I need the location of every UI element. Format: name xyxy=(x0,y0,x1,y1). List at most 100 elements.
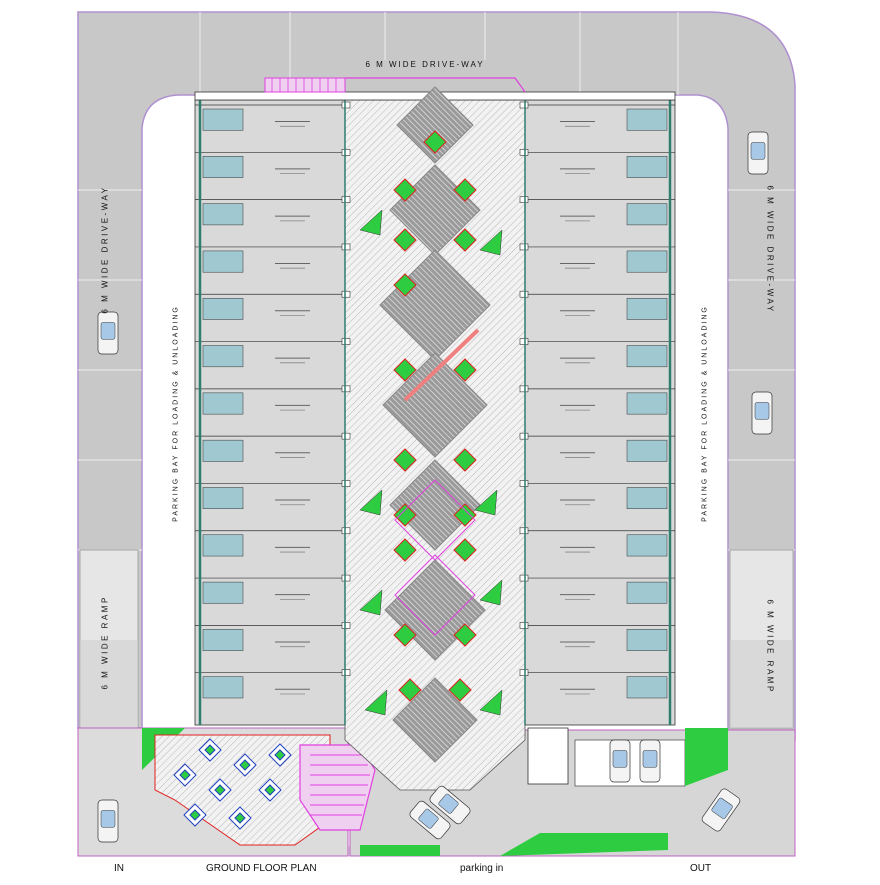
planter-diamond xyxy=(393,623,417,647)
magenta-outline xyxy=(394,479,476,561)
car xyxy=(429,785,471,825)
outer-driveway xyxy=(77,11,796,741)
exit-label: OUT xyxy=(690,863,712,874)
car xyxy=(751,391,773,435)
column xyxy=(519,574,529,582)
car xyxy=(609,739,631,783)
plaza-diamond-center xyxy=(264,784,276,796)
column xyxy=(519,101,529,109)
paving-diamond xyxy=(382,352,488,458)
toilet-block xyxy=(202,487,244,510)
toilet-block xyxy=(202,345,244,368)
car-window xyxy=(100,322,116,340)
planter-triangle xyxy=(479,689,503,716)
left-driveway-label: 6 M WIDE DRIVE-WAY xyxy=(100,185,110,314)
column xyxy=(519,432,529,440)
toilet-block xyxy=(202,392,244,415)
planter-diamond xyxy=(453,538,477,562)
planter-triangle xyxy=(364,689,388,716)
toilet-block xyxy=(626,487,668,510)
car-window xyxy=(711,797,733,819)
planter-triangle xyxy=(474,489,498,516)
toilet-block xyxy=(202,534,244,557)
paving-diamond xyxy=(389,459,481,551)
toilet-block xyxy=(626,108,668,131)
toilet-block xyxy=(202,297,244,320)
car xyxy=(747,131,769,175)
toilet-block xyxy=(202,581,244,604)
planter-diamond xyxy=(453,358,477,382)
toilet-block xyxy=(626,581,668,604)
toilet-block xyxy=(202,108,244,131)
car-window xyxy=(750,142,766,160)
car xyxy=(97,799,119,843)
planter-diamond xyxy=(393,178,417,202)
toilet-block xyxy=(626,297,668,320)
grand-stair xyxy=(299,744,376,831)
planter-diamond xyxy=(393,538,417,562)
column xyxy=(341,243,351,251)
planter-diamond xyxy=(393,448,417,472)
column xyxy=(341,574,351,582)
column xyxy=(519,622,529,629)
column xyxy=(341,669,351,676)
planter-triangle xyxy=(359,489,383,516)
column xyxy=(519,480,529,487)
car xyxy=(701,788,741,832)
toilet-block xyxy=(202,203,244,226)
top-road-lines xyxy=(199,12,679,95)
planter-diamond xyxy=(398,678,422,702)
planter-diamond xyxy=(448,678,472,702)
toilet-block xyxy=(626,629,668,651)
planter-diamond xyxy=(453,448,477,472)
car-window xyxy=(438,793,459,814)
column xyxy=(341,527,351,535)
planter-triangle xyxy=(359,589,383,616)
plaza-diamond-center xyxy=(204,744,216,756)
column xyxy=(519,149,529,156)
right-parking-bay-label: PARKING BAY FOR LOADING & UNLOADING xyxy=(701,305,709,522)
planter-triangle xyxy=(479,229,503,256)
car-window xyxy=(612,750,628,768)
column xyxy=(341,432,351,440)
toilet-block xyxy=(626,345,668,368)
car xyxy=(97,311,119,355)
column xyxy=(341,290,351,298)
column xyxy=(519,338,529,345)
left-parking-bay-label: PARKING BAY FOR LOADING & UNLOADING xyxy=(172,305,180,522)
planter-triangle xyxy=(359,209,383,236)
plaza-diamond-center xyxy=(239,759,251,771)
paving-diamond xyxy=(396,86,474,164)
toilet-block xyxy=(626,439,668,462)
planter-triangle xyxy=(479,579,503,606)
left-ramp-label: 6 M WIDE RAMP xyxy=(100,595,110,690)
column xyxy=(519,669,529,676)
plan-title: GROUND FLOOR PLAN xyxy=(206,863,317,874)
column xyxy=(341,480,351,487)
column xyxy=(519,527,529,535)
toilet-block xyxy=(202,629,244,651)
planter-diamond xyxy=(423,130,447,154)
planter-diamond xyxy=(453,228,477,252)
right-driveway-label: 6 M WIDE DRIVE-WAY xyxy=(765,185,775,314)
planter-diamond xyxy=(453,623,477,647)
parking-in-label: parking in xyxy=(460,863,504,874)
column xyxy=(519,290,529,298)
paving-diamond xyxy=(392,677,478,763)
toilet-block xyxy=(626,676,668,699)
toilet-block xyxy=(202,439,244,462)
right-ramp-label: 6 M WIDE RAMP xyxy=(765,599,775,694)
toilet-block xyxy=(626,534,668,557)
car-window xyxy=(754,402,770,420)
column xyxy=(341,196,351,203)
car-window xyxy=(418,808,439,829)
column xyxy=(519,196,529,203)
planter-diamond xyxy=(453,178,477,202)
toilet-block xyxy=(202,250,244,273)
car xyxy=(639,739,661,783)
central-courtyard-diamonds xyxy=(173,86,503,830)
plaza-diamond-center xyxy=(234,812,246,824)
toilet-block xyxy=(626,203,668,226)
car xyxy=(409,800,451,840)
